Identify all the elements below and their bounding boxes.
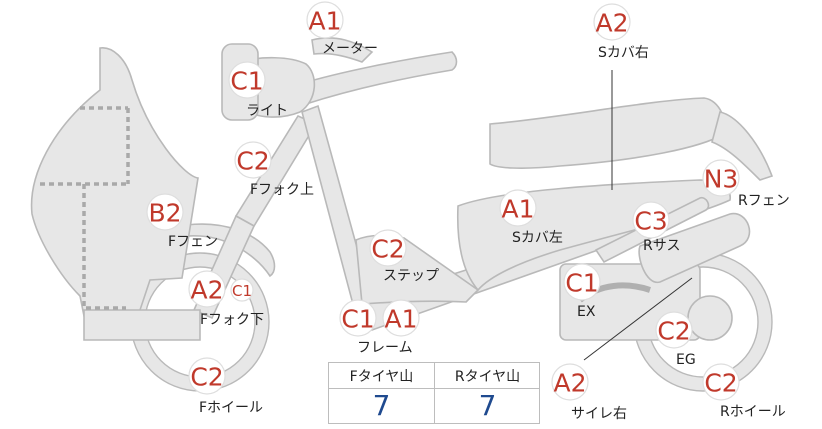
grade-frame: C1 xyxy=(341,305,374,334)
seat-shape xyxy=(489,97,726,169)
grade-bubble-fwheel: C2 xyxy=(188,357,226,395)
grade-bubble-frame: C1 xyxy=(339,299,377,337)
tire-tread-table: Fタイヤ山 Rタイヤ山 7 7 xyxy=(328,362,540,424)
grade-bubble-rsus: C3 xyxy=(632,201,670,239)
label-rwheel: Rホイール xyxy=(720,404,786,420)
label-rsus: Rサス xyxy=(643,238,680,254)
tread-table-divider xyxy=(434,363,435,423)
grade-silencer-right: A2 xyxy=(553,369,586,398)
label-step: ステップ xyxy=(383,268,439,284)
grade-scover-left: A1 xyxy=(501,195,534,224)
label-ex: EX xyxy=(577,304,596,320)
tread-front-value: 7 xyxy=(372,389,391,422)
label-ffender: Fフェン xyxy=(168,234,218,250)
grade-fwheel: C2 xyxy=(190,363,223,392)
grade-bubble-eg: C2 xyxy=(655,311,693,349)
grade-bubble-scover-left: A1 xyxy=(499,189,537,227)
grade-rwheel: C2 xyxy=(704,369,737,398)
leg-shield-shape xyxy=(30,47,199,317)
grade-bubble-ffork-upper: C2 xyxy=(234,141,272,179)
grade-bubble-rfender: N3 xyxy=(702,159,740,197)
label-light: ライト xyxy=(246,103,288,119)
tread-rear-label: Rタイヤ山 xyxy=(454,369,521,385)
label-scover-left: Sカバ左 xyxy=(512,230,563,246)
label-meter: メーター xyxy=(322,41,378,57)
engine-hub-shape xyxy=(687,295,733,341)
tread-rear-value: 7 xyxy=(478,389,497,422)
label-frame: フレーム xyxy=(357,340,413,356)
grade-ffork-lower: A2 xyxy=(190,276,223,305)
silencer-shape xyxy=(638,212,751,283)
label-ffork-lower: Fフォク下 xyxy=(200,312,264,328)
grade-bubble-ffork-lower: A2 xyxy=(188,270,226,308)
grade-bubble-frame-extra: A1 xyxy=(382,299,420,337)
grade-eg: C2 xyxy=(657,317,690,346)
grade-ffork-lower-extra: C1 xyxy=(232,282,252,300)
grade-rfender: N3 xyxy=(704,165,739,194)
label-fwheel: Fホイール xyxy=(199,400,263,416)
grade-rsus: C3 xyxy=(634,207,667,236)
tread-front-label: Fタイヤ山 xyxy=(349,369,414,385)
label-ffork-upper: Fフォク上 xyxy=(250,182,314,198)
handlebar-shape xyxy=(299,51,458,106)
rear-fender-shape xyxy=(711,111,774,181)
grade-scover-right: A2 xyxy=(595,9,628,38)
grade-bubble-ex: C1 xyxy=(563,263,601,301)
grade-ffender: B2 xyxy=(148,199,181,228)
label-rfender: Rフェン xyxy=(738,193,790,209)
grade-bubble-light: C1 xyxy=(228,61,266,99)
grade-ex: C1 xyxy=(565,269,598,298)
grade-bubble-meter: A1 xyxy=(306,1,344,39)
grade-ffork-upper: C2 xyxy=(236,147,269,176)
grade-step: C2 xyxy=(371,235,404,264)
label-silencer-right: サイレ右 xyxy=(571,406,627,422)
floor-panel-shape xyxy=(83,309,201,341)
grade-meter: A1 xyxy=(308,7,341,36)
grade-bubble-rwheel: C2 xyxy=(702,363,740,401)
grade-bubble-silencer-right: A2 xyxy=(551,363,589,401)
leader-silencer-right xyxy=(583,277,693,361)
grade-bubble-ffender: B2 xyxy=(146,193,184,231)
meter-shape xyxy=(311,37,374,63)
grade-light: C1 xyxy=(230,67,263,96)
label-scover-right: Sカバ右 xyxy=(598,45,649,61)
grade-bubble-step: C2 xyxy=(369,229,407,267)
grade-frame-extra: A1 xyxy=(384,305,417,334)
grade-bubble-ffork-lower-extra: C1 xyxy=(230,278,254,302)
label-eg: EG xyxy=(676,352,696,368)
grade-bubble-scover-right: A2 xyxy=(593,3,631,41)
